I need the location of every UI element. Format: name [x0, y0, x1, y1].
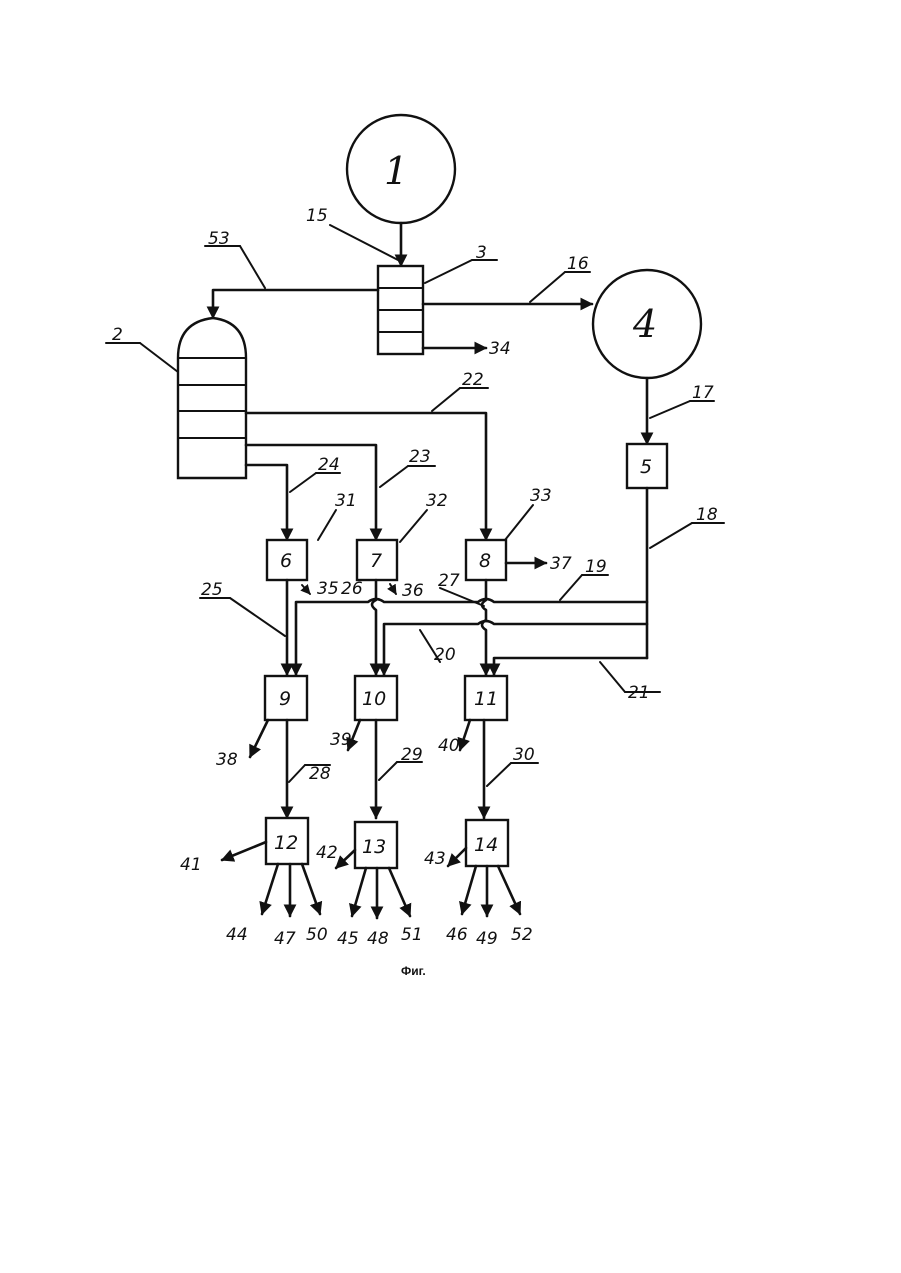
- label-6: 6: [280, 550, 292, 572]
- figure-caption: Фиг.: [401, 964, 426, 978]
- ref-19: 19: [585, 557, 607, 577]
- ref-46: 46: [446, 925, 468, 945]
- ref-15: 15: [306, 206, 328, 226]
- ref-26: 26: [341, 579, 363, 599]
- line-27: [482, 580, 486, 675]
- ref-16: 16: [567, 254, 589, 274]
- ref-42: 42: [316, 843, 338, 863]
- column-3: [378, 266, 423, 354]
- ref-37: 37: [550, 554, 572, 574]
- line-41: [222, 842, 266, 860]
- line-45: [352, 868, 366, 916]
- line-43: [448, 848, 466, 866]
- ref-40: 40: [438, 736, 460, 756]
- line-44: [262, 864, 278, 914]
- ref-17: 17: [692, 383, 714, 403]
- line-36: [390, 584, 396, 594]
- ref-36: 36: [402, 581, 424, 601]
- label-10: 10: [362, 688, 386, 710]
- ref-39: 39: [330, 730, 352, 750]
- label-1: 1: [384, 149, 408, 193]
- ref-22: 22: [462, 370, 484, 390]
- ref-24: 24: [318, 455, 340, 475]
- ref-29: 29: [401, 745, 423, 765]
- ref-3: 3: [476, 243, 487, 263]
- line-22: [246, 413, 486, 540]
- ref-20: 20: [434, 645, 456, 665]
- ref-31: 31: [335, 491, 357, 511]
- line-38: [250, 720, 268, 757]
- line-19: [296, 599, 647, 675]
- line-40: [460, 720, 470, 750]
- line-21: [494, 658, 647, 675]
- column-2: [178, 318, 246, 478]
- line-53: [213, 290, 378, 318]
- ref-35: 35: [317, 579, 339, 599]
- label-12: 12: [274, 832, 298, 854]
- ref-48: 48: [367, 929, 389, 949]
- ref-18: 18: [696, 505, 718, 525]
- ref-25: 25: [201, 580, 223, 600]
- line-42: [336, 850, 355, 868]
- ref-45: 45: [337, 929, 359, 949]
- ref-44: 44: [226, 925, 248, 945]
- ref-2: 2: [112, 325, 123, 345]
- ref-49: 49: [476, 929, 498, 949]
- label-7: 7: [370, 550, 382, 572]
- ref-34: 34: [489, 339, 511, 359]
- ref-50: 50: [306, 925, 328, 945]
- line-26: [372, 580, 376, 675]
- ref-30: 30: [513, 745, 535, 765]
- label-5: 5: [640, 456, 652, 478]
- line-46: [462, 866, 476, 914]
- ref-21: 21: [628, 683, 650, 703]
- label-4: 4: [632, 302, 657, 346]
- ref-41: 41: [180, 855, 202, 875]
- ref-43: 43: [424, 849, 446, 869]
- label-9: 9: [279, 688, 291, 710]
- ref-38: 38: [216, 750, 238, 770]
- line-24: [246, 465, 287, 540]
- ref-47: 47: [274, 929, 296, 949]
- ref-28: 28: [309, 764, 331, 784]
- ref-33: 33: [530, 486, 552, 506]
- ref-32: 32: [426, 491, 448, 511]
- line-20: [384, 621, 647, 675]
- line-51: [389, 868, 410, 916]
- ref-53: 53: [208, 229, 230, 249]
- label-8: 8: [479, 550, 491, 572]
- label-13: 13: [362, 836, 386, 858]
- label-11: 11: [474, 688, 498, 710]
- ref-27: 27: [438, 571, 460, 591]
- label-14: 14: [474, 834, 498, 856]
- ref-52: 52: [511, 925, 533, 945]
- line-50: [302, 864, 320, 914]
- ref-23: 23: [409, 447, 431, 467]
- line-52: [498, 866, 520, 914]
- line-35: [302, 585, 310, 594]
- ref-51: 51: [401, 925, 423, 945]
